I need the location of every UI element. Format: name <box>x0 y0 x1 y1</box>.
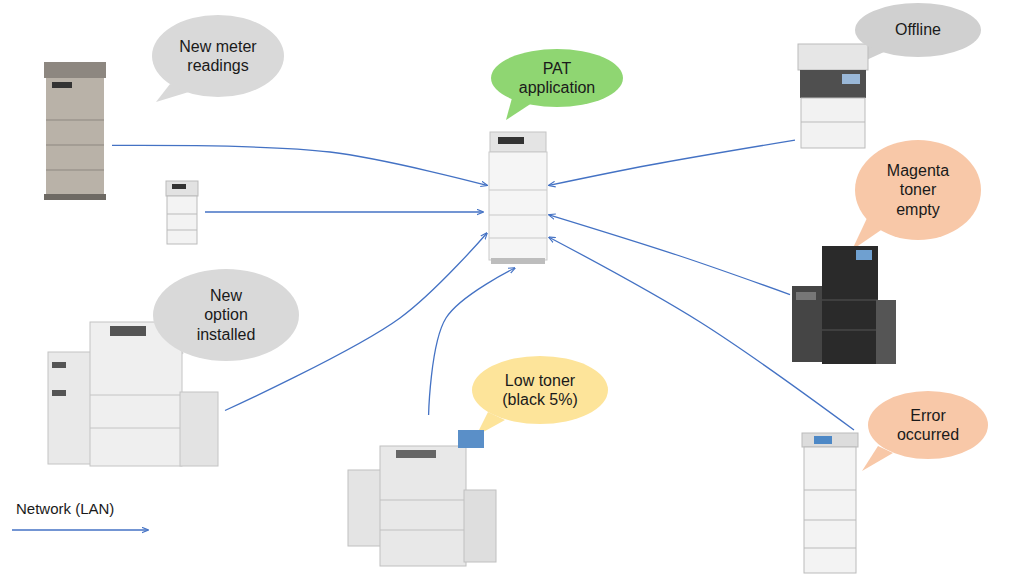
printer-illustration <box>798 44 868 148</box>
speech-bubble: Magenta toner empty <box>855 140 981 240</box>
status-text: Low toner (black 5%) <box>494 371 586 409</box>
bubble-content: Offline <box>895 20 941 39</box>
status-text: New option installed <box>190 286 262 344</box>
bubble-content: Low toner (black 5%) <box>494 371 586 409</box>
bubble-content: New meter readings <box>172 37 264 75</box>
printer-illustration <box>44 62 106 200</box>
network-connector <box>549 140 795 185</box>
printer-device: New meter readings <box>42 60 112 200</box>
printer-device: Magenta toner empty <box>790 240 898 370</box>
printer-illustration <box>348 430 496 566</box>
bubble-content: Error occurred <box>888 406 968 444</box>
speech-bubble: New meter readings <box>152 15 284 97</box>
printer-illustration <box>166 181 198 244</box>
speech-bubble: New option installed <box>153 269 299 361</box>
printer-illustration <box>489 132 547 264</box>
legend-sample-line <box>12 529 148 530</box>
speech-bubble: Error occurred <box>868 391 988 459</box>
printer-illustration <box>802 433 858 573</box>
network-connector <box>112 145 487 185</box>
printer-device: Offline <box>795 40 870 150</box>
printer-illustration <box>792 246 896 364</box>
speech-bubble: Offline <box>855 3 981 57</box>
status-text: Magenta toner empty <box>882 161 954 219</box>
printer-device: Low toner (black 5%) <box>345 415 497 570</box>
status-text: New meter readings <box>172 37 264 75</box>
printer-device: PAT application <box>487 128 549 268</box>
printer-device: New option installed <box>45 300 225 470</box>
status-text: Offline <box>895 20 941 39</box>
bubble-content: Magenta toner empty <box>882 161 954 219</box>
status-text: PAT application <box>514 59 600 97</box>
legend-label: Network (LAN) <box>16 500 114 517</box>
status-text: Error occurred <box>888 406 968 444</box>
network-connector <box>549 215 790 295</box>
network-arrow <box>205 211 483 212</box>
bubble-content: PAT application <box>514 59 600 97</box>
bubble-tails <box>156 44 893 471</box>
printer-device: Error occurred <box>800 430 860 575</box>
speech-bubble: PAT application <box>491 49 623 107</box>
speech-bubble: Low toner (black 5%) <box>472 356 608 424</box>
bubble-content: New option installed <box>190 286 262 344</box>
